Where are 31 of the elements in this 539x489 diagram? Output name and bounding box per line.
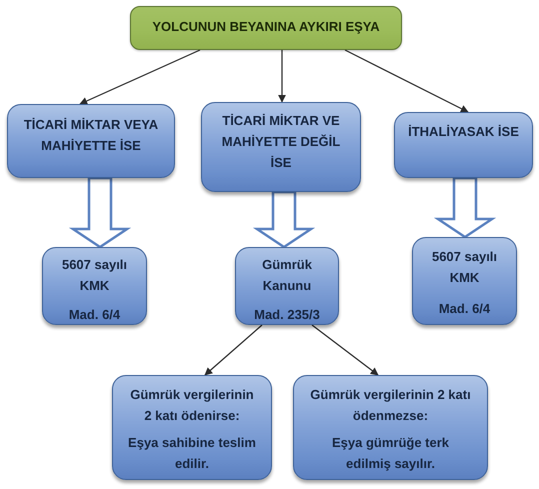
arrow — [278, 50, 286, 103]
heading-box — [130, 6, 402, 50]
process-box — [201, 102, 361, 192]
block-arrow — [434, 176, 496, 238]
box-text: TİCARİ MİKTAR VEYA MAHİYETTE İSE — [22, 116, 160, 155]
process-box — [112, 375, 272, 480]
arrow — [204, 324, 262, 376]
arrow — [79, 49, 200, 105]
box-text: Gümrük Kanunu — [261, 256, 313, 295]
box-text: Eşya sahibine teslim edilir. — [127, 434, 257, 473]
box-text: Eşya gümrüğe terk edilmiş sayılır. — [330, 434, 450, 473]
block-arrow — [68, 176, 132, 248]
box-text: YOLCUNUN BEYANINA AYKIRI EŞYA — [152, 18, 380, 36]
process-box — [394, 112, 533, 178]
block-arrow — [252, 190, 316, 248]
box-text: 5607 sayılı KMK — [430, 248, 498, 287]
box-text: İTHALİYASAK İSE — [408, 123, 519, 141]
box-text: 5607 sayılı KMK — [60, 256, 128, 295]
process-box — [7, 104, 175, 178]
box-text: TİCARİ MİKTAR VE MAHİYETTE DEĞİL İSE — [220, 112, 342, 172]
box-text: Gümrük vergilerinin 2 katı ödenirse: — [129, 386, 255, 425]
process-box — [293, 375, 488, 480]
box-text: Mad. 235/3 — [254, 306, 320, 324]
arrow — [312, 324, 379, 376]
box-text: Mad. 6/4 — [68, 306, 120, 324]
process-box — [412, 237, 517, 325]
process-box — [42, 247, 147, 325]
box-text: Gümrük vergilerinin 2 katı ödenmezse: — [309, 386, 472, 425]
box-text: Mad. 6/4 — [438, 300, 490, 318]
process-box — [235, 247, 339, 325]
arrow — [344, 49, 469, 113]
